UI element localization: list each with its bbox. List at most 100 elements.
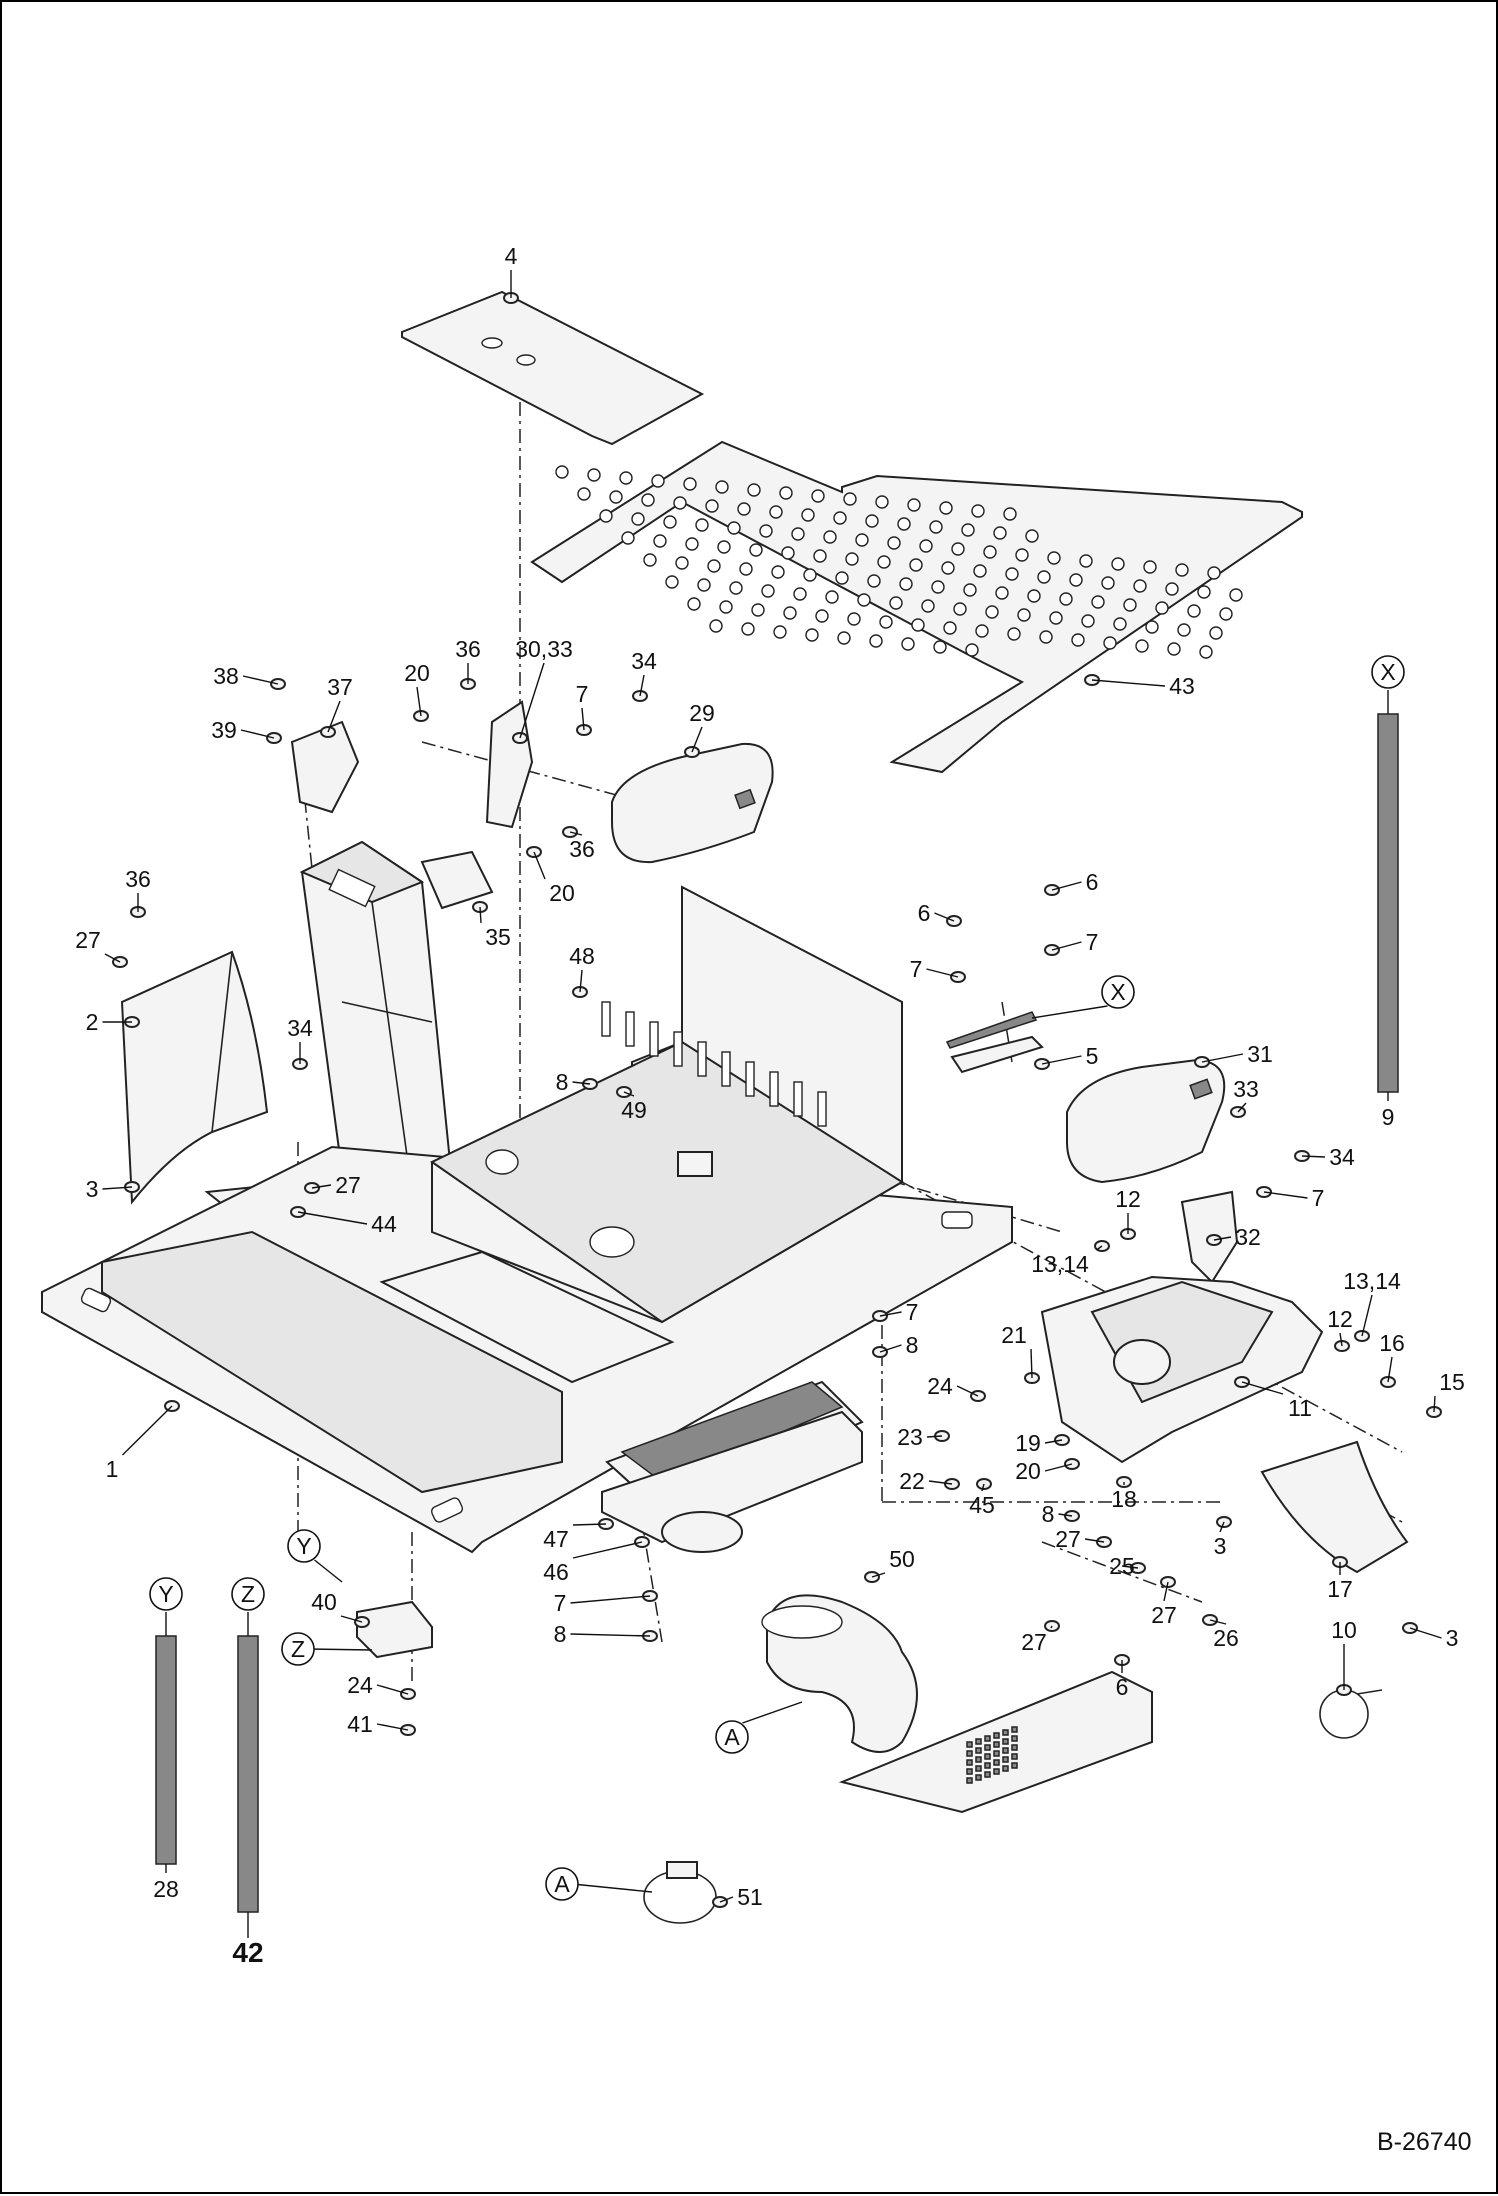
grille-cell: [1011, 1735, 1018, 1742]
perforation-hole: [715, 480, 729, 494]
perforation-hole: [727, 521, 741, 535]
grille-cell: [975, 1774, 982, 1781]
perforation-hole: [867, 574, 881, 588]
perforation-hole: [909, 558, 923, 572]
grille-cell: [975, 1765, 982, 1772]
callout-leader: [1241, 1381, 1284, 1395]
perforation-hole: [665, 575, 679, 589]
perforation-hole: [865, 514, 879, 528]
perforation-hole: [847, 612, 861, 626]
callout-label: 3: [86, 1176, 99, 1202]
callout-leader: [1409, 1627, 1442, 1639]
callout-label: 36: [125, 866, 151, 892]
callout-label: 45: [969, 1492, 995, 1518]
perforation-hole: [555, 465, 569, 479]
ref-label: 28: [153, 1876, 179, 1902]
callout-label: 17: [1327, 1576, 1353, 1602]
callout-label: 27: [1055, 1526, 1081, 1552]
callout-leader: [533, 851, 546, 880]
callout-leader: [340, 1615, 363, 1623]
housing-slot: [721, 1051, 731, 1087]
perforation-hole: [1015, 548, 1029, 562]
perforation-hole: [855, 533, 869, 547]
perforation-hole: [1145, 620, 1159, 634]
grille-cell: [984, 1753, 991, 1760]
callout-label: 49: [621, 1097, 647, 1123]
grille-cell: [1011, 1744, 1018, 1751]
perforation-hole: [687, 597, 701, 611]
ref-circle: [231, 1577, 265, 1611]
rod-part: [1377, 713, 1399, 1093]
callout-circle: [281, 1632, 315, 1666]
perforation-hole: [907, 498, 921, 512]
callout-leader: [1433, 1395, 1436, 1413]
perforation-hole: [1079, 554, 1093, 568]
callout-label: 36: [569, 836, 595, 862]
perforation-hole: [773, 625, 787, 639]
perforation-hole: [1049, 611, 1063, 625]
perforated-floor-plate-part-43: [530, 440, 1303, 774]
perforation-hole: [641, 493, 655, 507]
callout-label: 50: [889, 1546, 915, 1572]
perforation-hole: [783, 606, 797, 620]
callout-leader: [104, 953, 121, 963]
perforation-hole: [889, 596, 903, 610]
radiator-panel: [838, 1670, 1153, 1814]
central-housing-part-48: [430, 885, 904, 1324]
perforation-hole: [1229, 588, 1243, 602]
perforation-hole: [911, 618, 925, 632]
callout-leader: [570, 1595, 651, 1604]
callout-label: 13,14: [1343, 1268, 1401, 1294]
perforation-hole: [707, 559, 721, 573]
perforation-hole: [973, 564, 987, 578]
perforation-hole: [751, 603, 765, 617]
perforation-hole: [1039, 630, 1053, 644]
grille-cell: [984, 1744, 991, 1751]
grille-cell: [984, 1771, 991, 1778]
callout-label: 38: [213, 663, 239, 689]
rod-part: [237, 1635, 259, 1913]
perforation-hole: [1103, 636, 1117, 650]
grille-cell: [1002, 1765, 1009, 1772]
perforation-hole: [1155, 601, 1169, 615]
callout-label: 6: [1086, 869, 1099, 895]
perforation-hole: [963, 583, 977, 597]
callout-label: 15: [1439, 1369, 1465, 1395]
perforation-hole: [899, 577, 913, 591]
grille-cell: [975, 1738, 982, 1745]
callout-leader: [327, 700, 341, 733]
perforation-hole: [779, 486, 793, 500]
cover-part-17: [1260, 1440, 1409, 1574]
callout-leader: [639, 674, 645, 697]
perforation-hole: [965, 643, 979, 657]
perforation-hole: [1037, 570, 1051, 584]
perforation-hole: [609, 490, 623, 504]
callout-leader: [297, 1211, 368, 1225]
perforation-hole: [577, 487, 591, 501]
callout-label: 20: [404, 660, 430, 686]
callout-label: 34: [287, 1015, 313, 1041]
perforation-hole: [879, 615, 893, 629]
callout-leader: [926, 1435, 943, 1438]
perforation-hole: [1059, 592, 1073, 606]
callout-circle: [287, 1529, 321, 1563]
callout-label: Z: [291, 1636, 305, 1662]
perforation-hole: [811, 489, 825, 503]
perforation-hole: [845, 552, 859, 566]
perforation-hole: [939, 501, 953, 515]
ref-circle: [149, 1577, 183, 1611]
perforation-hole: [599, 509, 613, 523]
perforation-hole: [933, 640, 947, 654]
perforation-hole: [587, 468, 601, 482]
perforation-hole: [1101, 576, 1115, 590]
callout-leader: [1091, 679, 1166, 687]
callout-label: 5: [1086, 1043, 1099, 1069]
grille-cell: [1002, 1747, 1009, 1754]
perforation-hole: [1005, 567, 1019, 581]
block-part-40: [356, 1600, 433, 1659]
perforation-hole: [793, 587, 807, 601]
callout-leader: [376, 1723, 409, 1731]
perforation-hole: [985, 605, 999, 619]
perforation-hole: [761, 584, 775, 598]
